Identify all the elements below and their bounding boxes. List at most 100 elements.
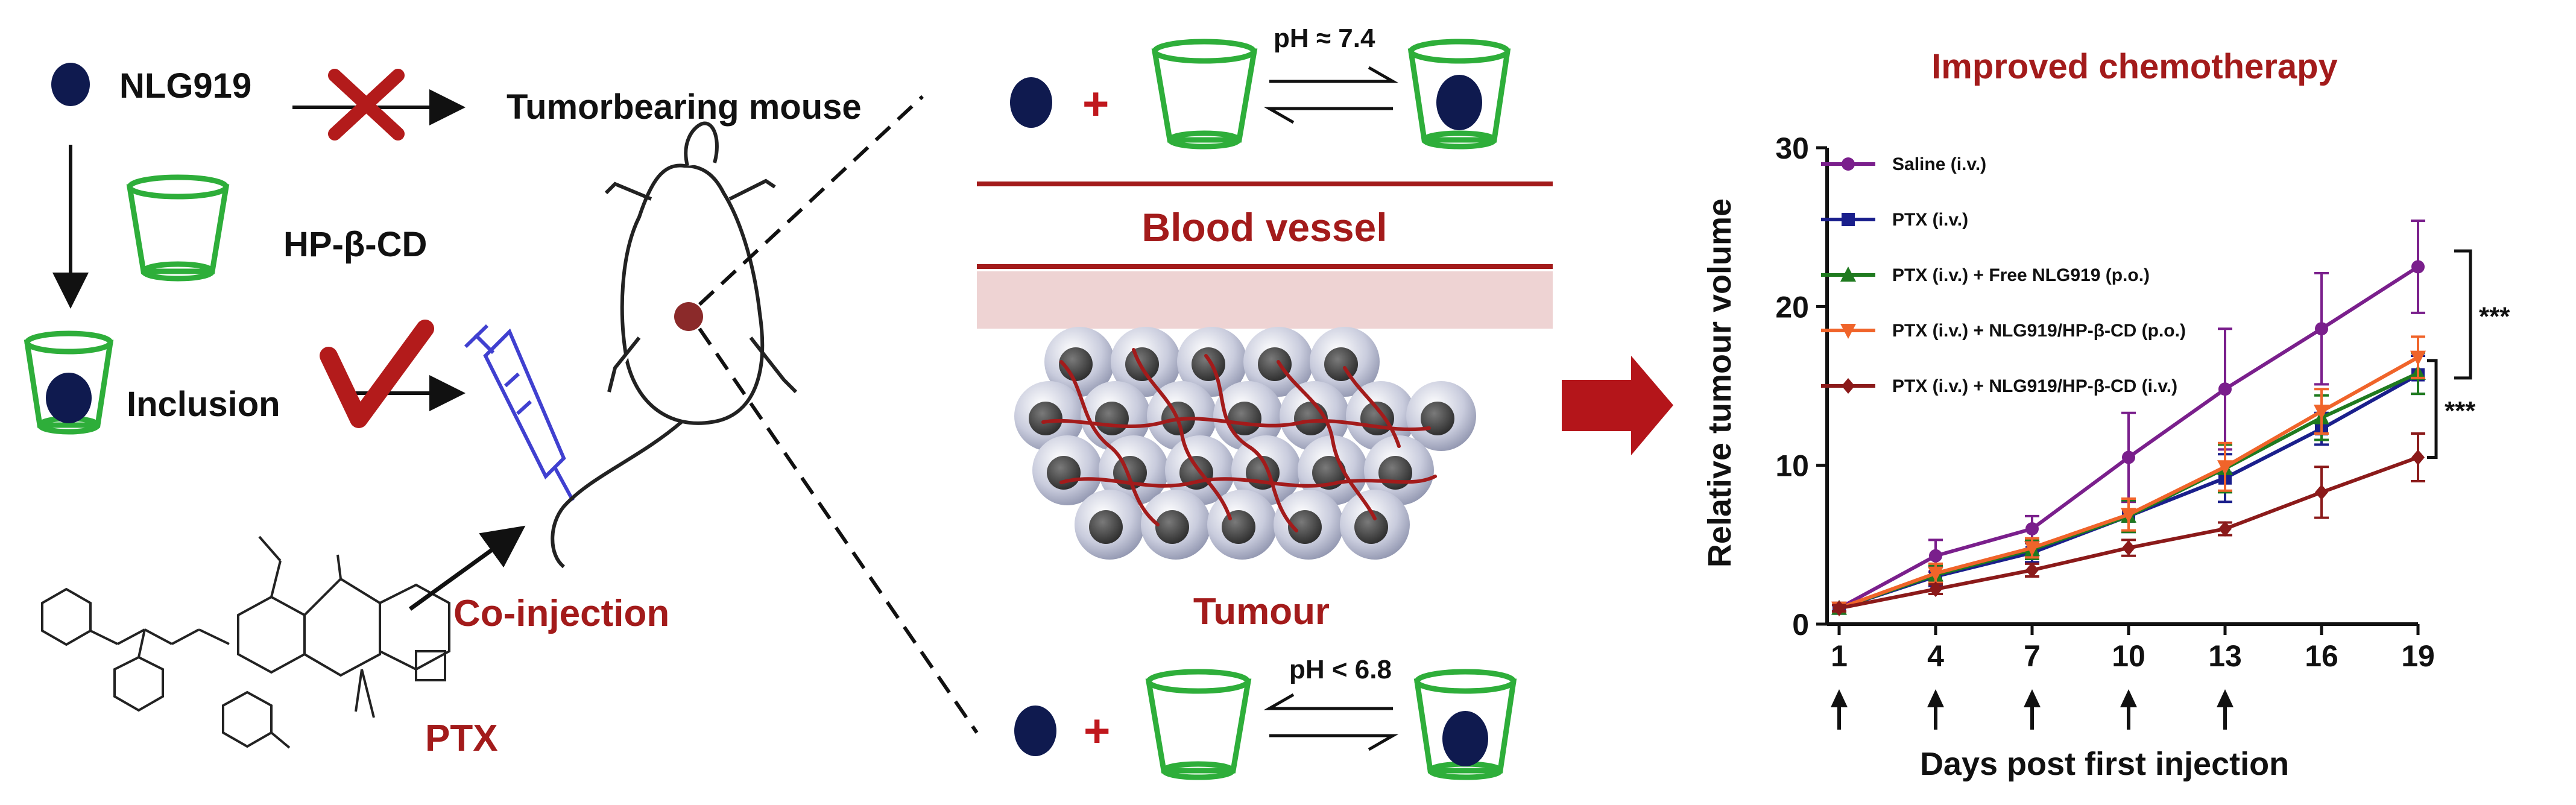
tumour-cell-nucleus [1378,456,1412,490]
data-point [2217,460,2233,476]
data-point [2025,522,2039,535]
data-point [1833,600,1846,616]
bracket-inner [2427,359,2438,459]
inclusion-label: Inclusion [127,385,280,424]
data-point [2411,260,2425,274]
x-tick-label: 10 [2112,639,2145,673]
data-point [1840,267,1856,282]
result-arrow-icon [1562,356,1673,455]
plus-sign-bottom: + [1084,706,1110,757]
nlg919-label: NLG919 [119,66,251,106]
data-point [2025,562,2039,578]
tumour-cell-nucleus [1089,510,1123,544]
legend-label: Saline (i.v.) [1892,154,1986,174]
tumour-cell-nucleus [1095,402,1129,435]
red-cross-icon [328,69,405,140]
data-point [1929,581,1942,598]
x-tick-label: 16 [2305,639,2338,673]
tumour-cell-nucleus [1192,347,1225,381]
tumour-label: Tumour [1193,591,1330,633]
data-point [2218,521,2232,537]
y-tick-label: 30 [1775,131,1809,165]
series-5 [1832,432,2425,616]
data-point [2314,405,2329,420]
x-tick-label: 1 [1831,639,1848,673]
legend-label: PTX (i.v.) + NLG919/HP-β-CD (p.o.) [1892,321,2186,341]
tumor-site-icon [674,302,703,331]
tumour-cell-nucleus [1155,510,1189,544]
tumour-cell-nucleus [1294,402,1328,435]
tumour-cell-nucleus [1288,510,1322,544]
ptx-label: PTX [425,718,498,759]
data-point [1842,157,1855,171]
zoom-line-bottom [698,327,979,734]
injection-arrow-icon [2024,689,2041,707]
significance-brackets: ****** [2427,249,2510,459]
tumour-cell-nucleus [1125,347,1159,381]
data-point [2121,508,2136,523]
free-drug-dot-icon [1010,77,1052,128]
nlg919-dot-icon [51,63,90,106]
data-point [1928,566,1943,582]
legend-label: PTX (i.v.) + NLG919/HP-β-CD (i.v.) [1892,376,2177,396]
inclusion-complex-icon [24,330,114,435]
chart-x-label: Days post first injection [1920,746,2289,782]
data-point [2410,350,2426,366]
tumour-cell-nucleus [1324,347,1358,381]
chart-title: Improved chemotherapy [1931,47,2338,86]
plus-sign: + [1082,78,1109,130]
top-equilibrium: + pH ≈ 7.4 [1010,24,1511,150]
data-point [2315,484,2328,500]
injection-arrow-icon [1927,689,1944,707]
coinjection-label: Co-injection [453,593,669,634]
data-point [1929,549,1942,563]
tumour-cell-nucleus [1222,510,1255,544]
tumour-cell-nucleus [1258,347,1292,381]
legend-item: PTX (i.v.) + NLG919/HP-β-CD (p.o.) [1821,321,2186,341]
injection-arrow-icon [2217,689,2233,707]
legend-item: PTX (i.v.) + Free NLG919 (p.o.) [1821,265,2150,285]
chart-y-label: Relative tumour volume [1702,198,1738,567]
y-tick-label: 20 [1775,290,1809,324]
x-tick-label: 7 [2024,639,2041,673]
empty-cup-icon [1151,39,1258,150]
tumor-mouse-label: Tumorbearing mouse [507,87,862,127]
legend-item: PTX (i.v.) + NLG919/HP-β-CD (i.v.) [1821,376,2177,396]
zoom-line-top [698,95,924,306]
x-tick-label: 4 [1927,639,1944,673]
tumour-cell-nucleus [1354,510,1388,544]
left-panel: NLG919 Tumorbearing mouse HP-β-CD Inclus… [24,63,979,759]
significance-label: *** [2479,302,2510,332]
data-point [2024,541,2040,557]
equilibrium-arrows-top [1263,66,1399,124]
equilibrium-arrows-bottom [1263,693,1399,751]
free-drug-dot-icon-bottom [1014,706,1056,756]
tumour-cell-nucleus [1029,402,1062,435]
data-point [1840,324,1856,339]
chart-plot-area: ****** [1831,219,2510,617]
injection-arrow-icon [2120,689,2137,707]
bottom-equilibrium: + pH < 6.8 [1014,655,1517,780]
tumour-cell-nucleus [1228,402,1261,435]
legend-label: PTX (i.v.) [1892,210,1968,230]
data-point [2218,382,2232,396]
tumour-cell-nucleus [1047,456,1081,490]
tumour-vasculature [1041,348,1437,532]
hpbcd-label: HP-β-CD [283,225,427,264]
data-point [2411,449,2425,466]
tumour-cell-nucleus [1059,347,1093,381]
data-point [2315,322,2328,336]
data-point [1842,213,1855,226]
syringe-icon [464,324,575,502]
x-tick-label: 19 [2401,639,2435,673]
legend-item: PTX (i.v.) [1821,210,1968,230]
complex-cup-icon-bottom [1413,669,1517,780]
vessel-tissue-band [977,271,1553,329]
legend-label: PTX (i.v.) + Free NLG919 (p.o.) [1892,265,2150,285]
ph-top-label: pH ≈ 7.4 [1274,24,1375,53]
empty-cup-icon-bottom [1145,669,1252,780]
data-point [1842,378,1855,394]
